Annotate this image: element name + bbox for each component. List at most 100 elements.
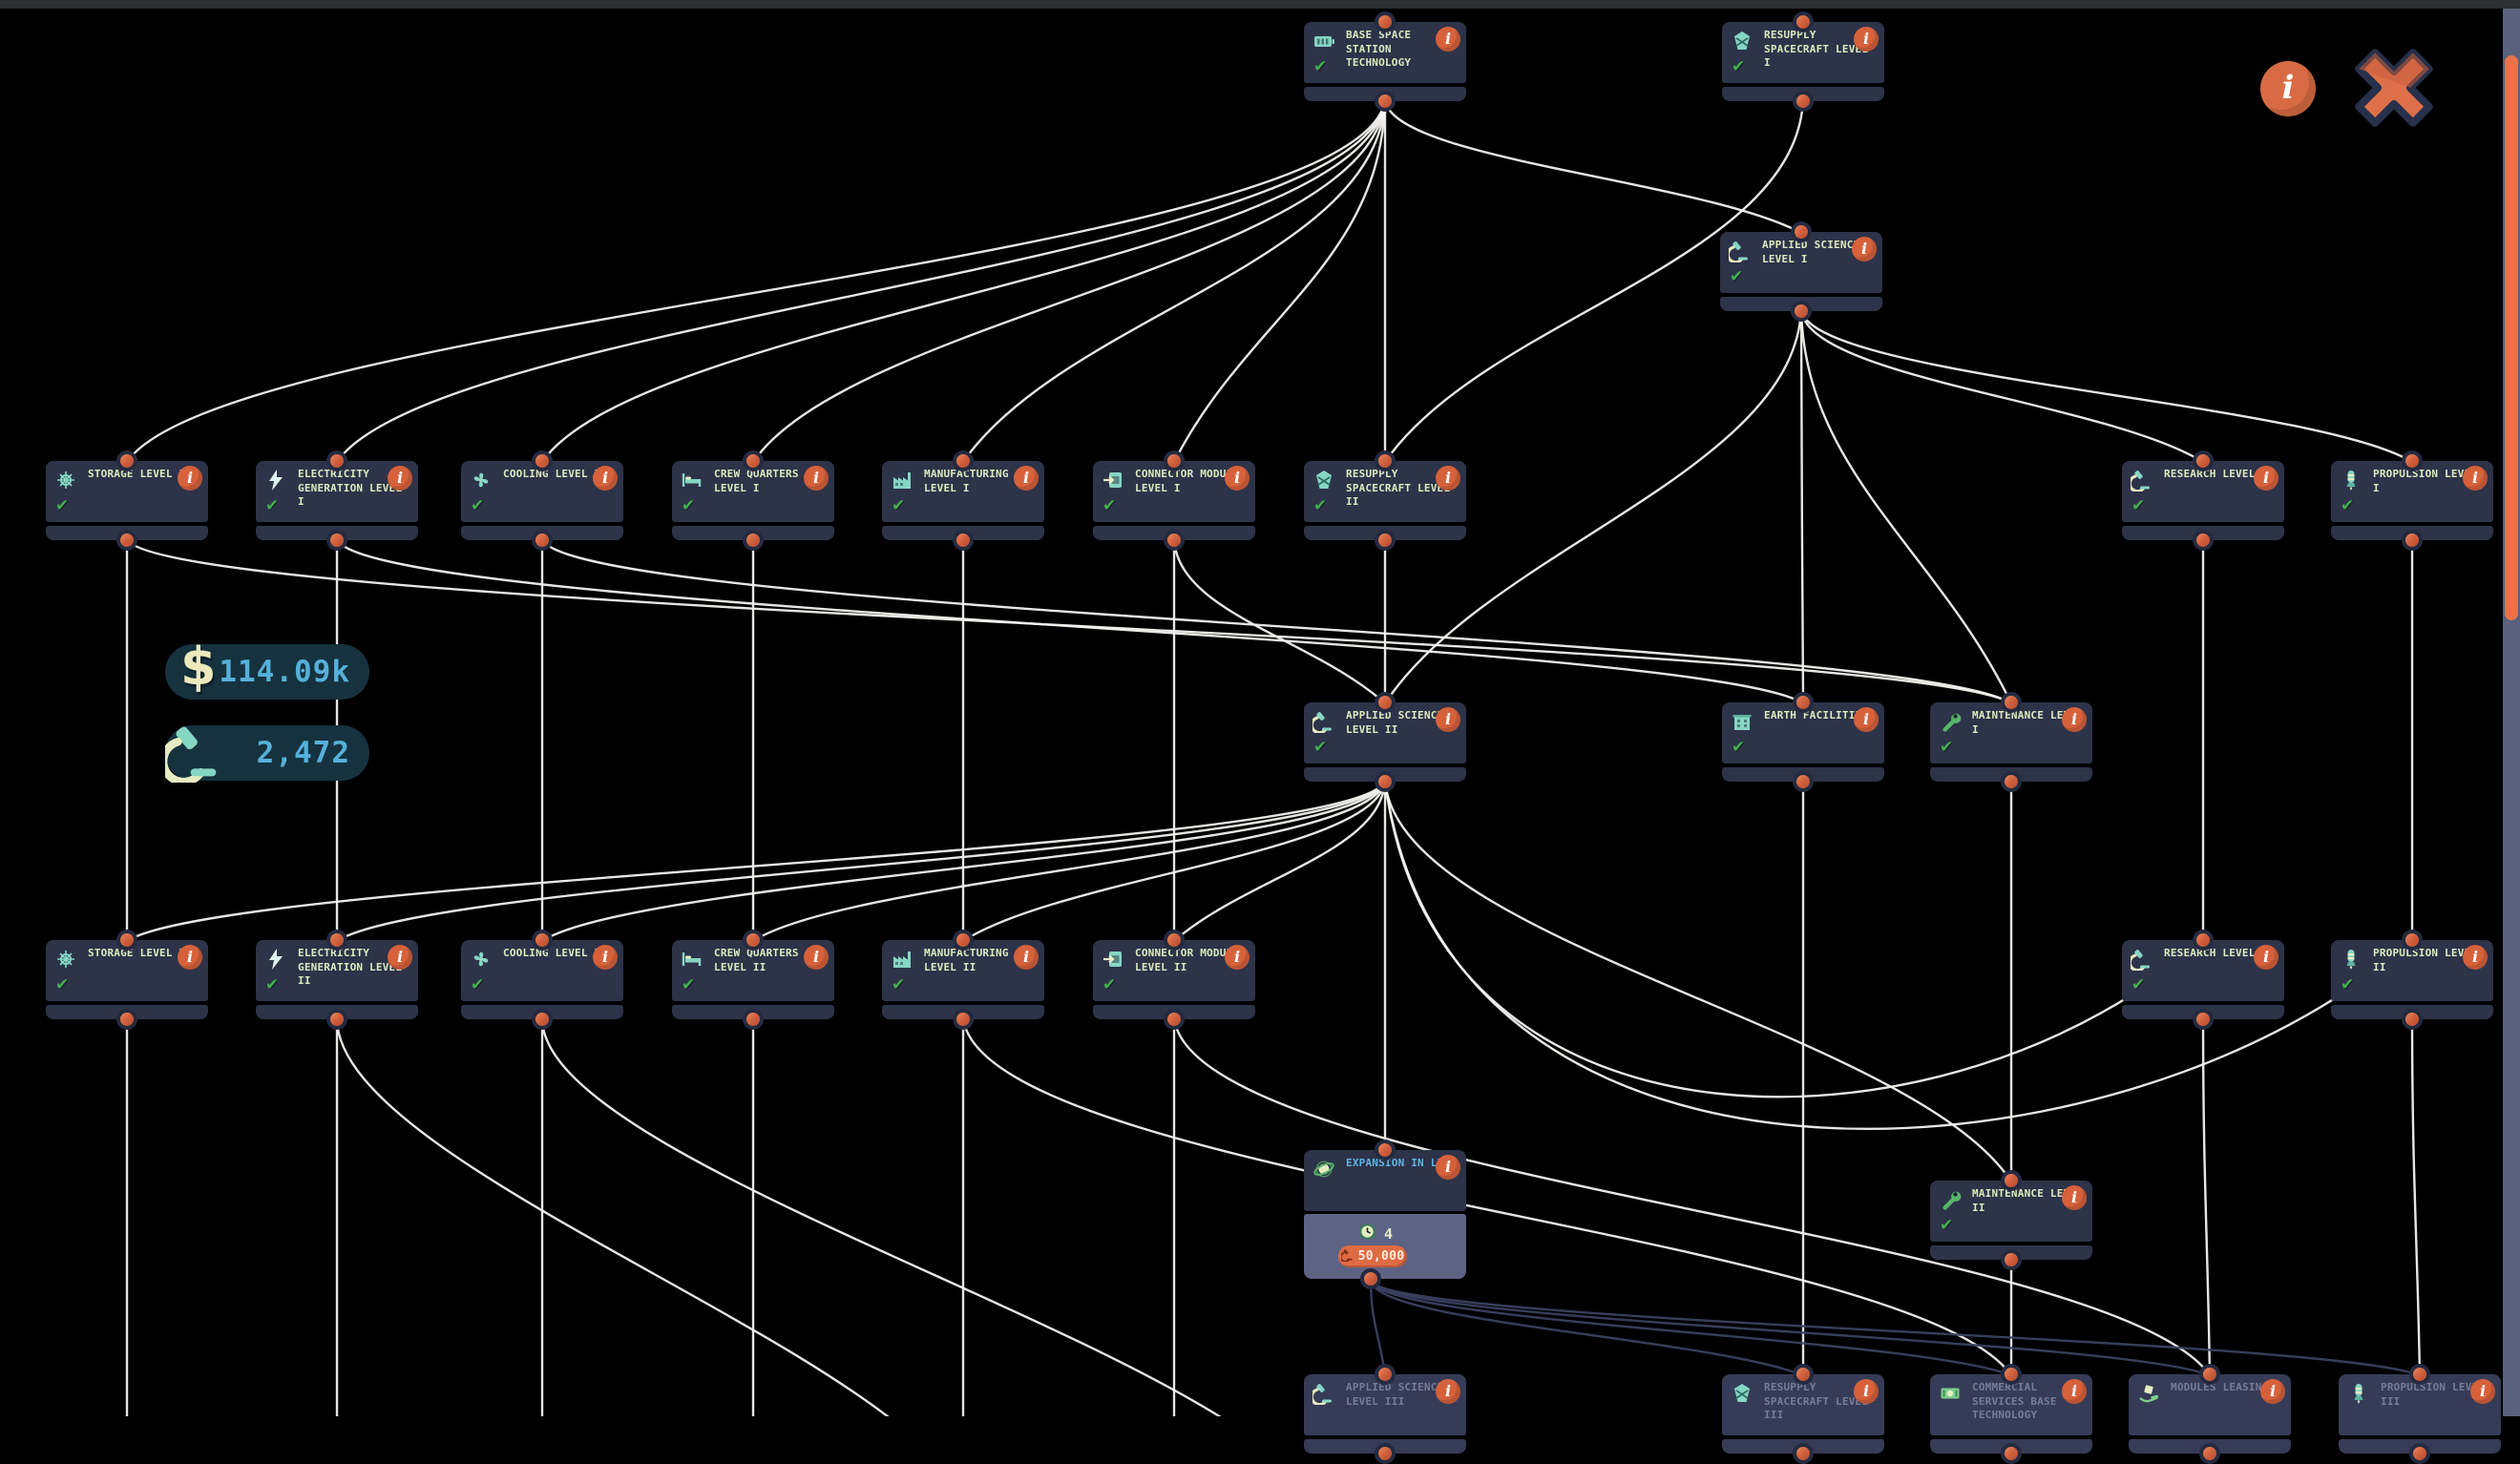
tech-node-elec1[interactable]: ELECTRICITY GENERATION LEVEL I i ✔ — [256, 450, 418, 551]
thruster-icon — [2340, 469, 2362, 491]
tech-node-asl1[interactable]: APPLIED SCIENCE LEVEL I i ✔ — [1720, 221, 1882, 322]
connector-dot — [1793, 1443, 1814, 1464]
node-title: CONNECTOR MODULES LEVEL I — [1135, 468, 1246, 494]
info-badge[interactable]: i — [178, 945, 202, 970]
tech-node-manuf1[interactable]: MANUFACTURING LEVEL I i ✔ — [882, 450, 1044, 551]
info-badge[interactable]: i — [1436, 707, 1460, 732]
tech-node-earth[interactable]: EARTH FACILITIES i ✔ — [1722, 692, 1884, 792]
check-icon: ✔ — [1313, 738, 1328, 757]
info-badge[interactable]: i — [2062, 1379, 2087, 1404]
connector-dot — [2402, 530, 2423, 551]
node-title: ELECTRICITY GENERATION LEVEL I — [298, 468, 403, 509]
connector-dot — [2402, 1009, 2423, 1030]
bed-icon — [681, 948, 704, 971]
info-button[interactable]: i — [2260, 61, 2316, 116]
check-icon: ✔ — [682, 496, 696, 515]
tech-node-cooling2[interactable]: COOLING LEVEL II i ✔ — [461, 930, 623, 1030]
money-value: 114.09k — [219, 655, 350, 689]
node-title: MAINTENANCE LEVEL II — [1972, 1187, 2083, 1214]
info-badge[interactable]: i — [1854, 707, 1879, 732]
tech-node-storage1[interactable]: STORAGE LEVEL I i ✔ — [46, 450, 208, 551]
connector-dot — [2193, 450, 2214, 471]
info-badge[interactable]: i — [388, 945, 412, 970]
check-icon: ✔ — [471, 496, 485, 515]
info-badge[interactable]: i — [804, 945, 829, 970]
info-badge[interactable]: i — [2463, 945, 2488, 970]
tech-node-research2[interactable]: RESEARCH LEVEL II i ✔ — [2122, 930, 2284, 1030]
tech-node-crew2[interactable]: CREW QUARTERS LEVEL II i ✔ — [672, 930, 834, 1030]
info-badge[interactable]: i — [1014, 466, 1039, 491]
info-badge[interactable]: i — [2254, 466, 2278, 491]
connector-dot — [1793, 11, 1814, 32]
tech-node-asl3[interactable]: APPLIED SCIENCE LEVEL III i — [1304, 1364, 1466, 1464]
info-badge[interactable]: i — [1436, 27, 1460, 52]
tech-tree-edges — [125, 98, 2422, 1416]
science-icon — [1729, 240, 1752, 262]
tech-node-manuf2[interactable]: MANUFACTURING LEVEL II i ✔ — [882, 930, 1044, 1030]
science-icon — [1312, 710, 1335, 733]
tech-node-storage2[interactable]: STORAGE LEVEL II i ✔ — [46, 930, 208, 1030]
fan-icon — [470, 469, 493, 491]
info-badge[interactable]: i — [1014, 945, 1039, 970]
info-badge[interactable]: i — [1854, 1379, 1879, 1404]
connector-dot — [1164, 930, 1185, 951]
tech-node-prop3[interactable]: PROPULSION LEVEL III i — [2339, 1364, 2501, 1464]
tech-node-maint2[interactable]: MAINTENANCE LEVEL II i ✔ — [1930, 1170, 2092, 1270]
info-badge[interactable]: i — [1852, 237, 1877, 261]
tech-node-crew1[interactable]: CREW QUARTERS LEVEL I i ✔ — [672, 450, 834, 551]
info-badge[interactable]: i — [804, 466, 829, 491]
connector-dot — [326, 1009, 347, 1030]
info-badge[interactable]: i — [388, 466, 412, 491]
tech-node-leasing[interactable]: MODULES LEASING i — [2129, 1364, 2291, 1464]
tech-node-prop1[interactable]: PROPULSION LEVEL I i ✔ — [2331, 450, 2493, 551]
info-badge[interactable]: i — [2260, 1379, 2285, 1404]
tech-node-research1[interactable]: RESEARCH LEVEL I i ✔ — [2122, 450, 2284, 551]
info-badge[interactable]: i — [593, 466, 618, 491]
check-icon: ✔ — [265, 496, 280, 515]
info-badge[interactable]: i — [1225, 466, 1250, 491]
tech-node-asl2[interactable]: APPLIED SCIENCE LEVEL II i ✔ — [1304, 692, 1466, 792]
check-icon: ✔ — [2132, 496, 2146, 515]
info-badge[interactable]: i — [2463, 466, 2488, 491]
info-badge[interactable]: i — [593, 945, 618, 970]
info-badge[interactable]: i — [1225, 945, 1250, 970]
tech-node-maint1[interactable]: MAINTENANCE LEVEL I i ✔ — [1930, 692, 2092, 792]
info-badge[interactable]: i — [1854, 27, 1879, 52]
tech-node-base[interactable]: BASE SPACE STATION TECHNOLOGY i ✔ — [1304, 11, 1466, 112]
tech-node-expansion[interactable]: EXPANSION IN LEO i 4 50,000 — [1304, 1140, 1466, 1289]
info-badge[interactable]: i — [2062, 1185, 2087, 1210]
connector-dot — [2001, 1170, 2022, 1191]
tech-node-cooling1[interactable]: COOLING LEVEL I i ✔ — [461, 450, 623, 551]
tech-node-resupply1[interactable]: RESUPPLY SPACECRAFT LEVEL I i ✔ — [1722, 11, 1884, 112]
info-badge[interactable]: i — [1436, 1379, 1460, 1404]
research-counter: 2,472 — [158, 725, 369, 786]
info-badge[interactable]: i — [1436, 1155, 1460, 1180]
node-title: STORAGE LEVEL II — [88, 947, 193, 959]
info-badge[interactable]: i — [1436, 466, 1460, 491]
connector-dot — [116, 930, 137, 951]
connector-dot — [2409, 1443, 2430, 1464]
node-title: CREW QUARTERS LEVEL I — [714, 468, 799, 494]
research-cost-button[interactable]: 50,000 — [1338, 1245, 1407, 1267]
tech-node-conn2[interactable]: CONNECTOR MODULES LEVEL II i ✔ — [1093, 930, 1255, 1030]
tech-node-resupply3[interactable]: RESUPPLY SPACECRAFT LEVEL III i — [1722, 1364, 1884, 1464]
connector-dot — [2199, 1364, 2220, 1385]
info-badge[interactable]: i — [2062, 707, 2087, 732]
scrollbar-track[interactable] — [2503, 0, 2520, 1416]
tech-node-conn1[interactable]: CONNECTOR MODULES LEVEL I i ✔ — [1093, 450, 1255, 551]
tech-node-prop2[interactable]: PROPULSION LEVEL II i ✔ — [2331, 930, 2493, 1030]
close-button[interactable] — [2346, 40, 2442, 136]
info-badge[interactable]: i — [2254, 945, 2278, 970]
connector-dot — [1164, 450, 1185, 471]
tech-node-elec2[interactable]: ELECTRICITY GENERATION LEVEL II i ✔ — [256, 930, 418, 1030]
info-badge[interactable]: i — [2470, 1379, 2495, 1404]
info-badge[interactable]: i — [178, 466, 202, 491]
connector-dot — [953, 530, 974, 551]
scrollbar-thumb[interactable] — [2505, 55, 2518, 620]
tech-node-commercial[interactable]: COMMERCIAL SERVICES BASE TECHNOLOGY i — [1930, 1364, 2092, 1464]
tech-node-resupply2[interactable]: RESUPPLY SPACECRAFT LEVEL II i ✔ — [1304, 450, 1466, 551]
check-icon: ✔ — [55, 975, 70, 994]
connector-dot — [2193, 530, 2214, 551]
node-title: ELECTRICITY GENERATION LEVEL II — [298, 947, 403, 988]
thruster-icon — [2347, 1382, 2370, 1405]
